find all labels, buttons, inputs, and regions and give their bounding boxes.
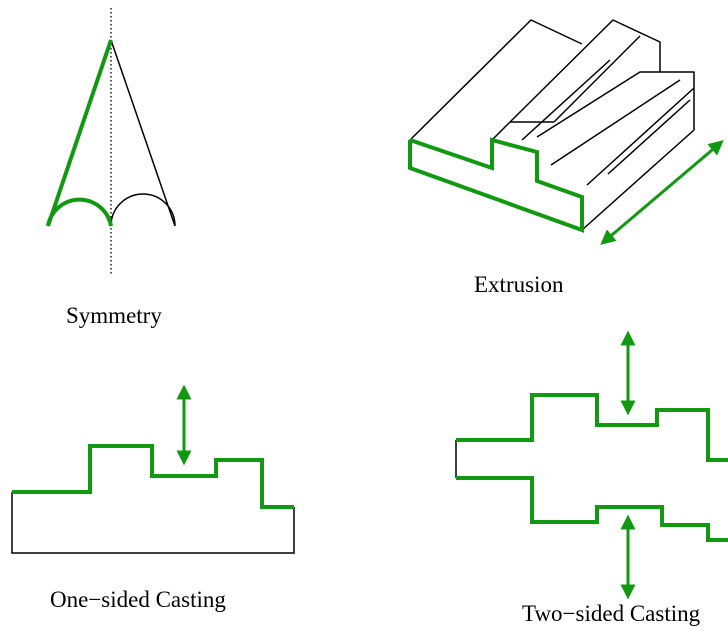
one-sided-profile: [12, 444, 294, 509]
extrusion-figure: Extrusion: [408, 19, 724, 297]
one-sided-body-outline: [11, 492, 295, 554]
extrusion-caption: Extrusion: [474, 272, 564, 297]
one-sided-casting-figure: One−sided Casting: [11, 384, 295, 612]
symmetry-figure: Symmetry: [46, 8, 176, 328]
two-sided-top-profile: [456, 393, 728, 462]
two-sided-casting-figure: Two−sided Casting: [455, 330, 728, 626]
two-sided-caption: Two−sided Casting: [522, 601, 701, 626]
symmetry-caption: Symmetry: [66, 303, 162, 328]
extrusion-profile: [408, 137, 584, 233]
extrusion-body-outline: [409, 19, 695, 231]
symmetry-mirror-half: [110, 39, 176, 227]
symmetry-defining-half: [46, 39, 113, 227]
two-sided-bottom-profile: [456, 476, 728, 542]
extrusion-direction-arrow: [600, 140, 724, 245]
one-sided-caption: One−sided Casting: [50, 587, 226, 612]
